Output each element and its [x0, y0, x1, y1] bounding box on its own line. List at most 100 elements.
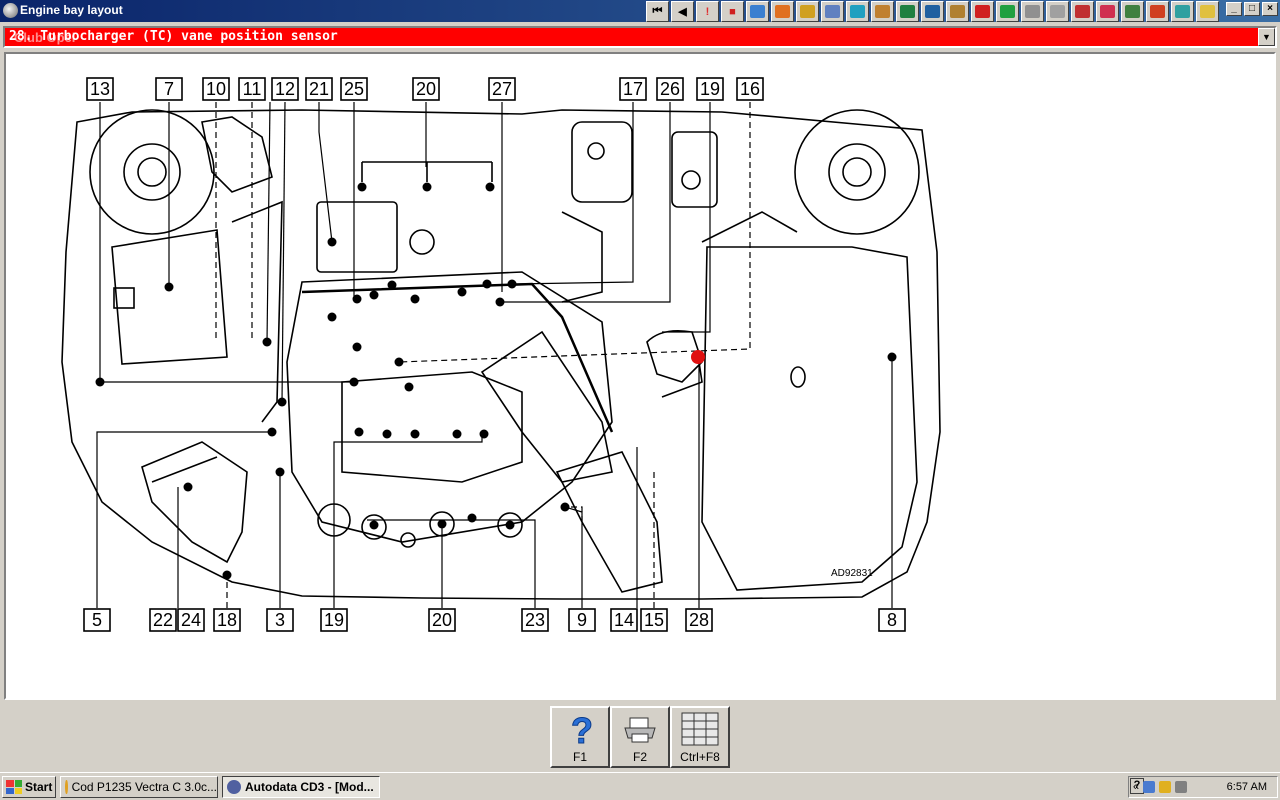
tool-4-button[interactable] — [821, 1, 844, 22]
tool-9-button[interactable] — [946, 1, 969, 22]
callout-label[interactable]: 20 — [432, 610, 452, 630]
tool-10-button[interactable] — [971, 1, 994, 22]
title-bar: Engine bay layout ⏮◀!■ _ □ × — [0, 0, 1280, 22]
callout-label[interactable]: 21 — [309, 79, 329, 99]
tool-9-icon — [950, 5, 965, 18]
taskbar-item-label: Cod P1235 Vectra C 3.0c... — [71, 780, 217, 794]
callout-label[interactable]: 27 — [492, 79, 512, 99]
table-ctrl-f8-button[interactable]: Ctrl+F8 — [670, 706, 730, 768]
tray-chevron-icon[interactable]: « — [1133, 781, 1140, 793]
callout-label[interactable]: 23 — [525, 610, 545, 630]
dropdown-arrow-icon[interactable]: ▼ — [1258, 28, 1275, 46]
tool-18-button[interactable] — [1171, 1, 1194, 22]
callout-label[interactable]: 14 — [614, 610, 634, 630]
component-point — [457, 287, 467, 297]
minimize-button[interactable]: _ — [1226, 2, 1242, 16]
component-point — [505, 520, 515, 530]
callout-box — [488, 77, 516, 101]
tool-11-button[interactable] — [996, 1, 1019, 22]
selected-component-marker[interactable] — [691, 350, 705, 364]
bottom-callout-labels: 5 22 24 18 3 19 20 23 9 14 15 28 8 — [83, 608, 906, 632]
warning-button[interactable]: ! — [696, 1, 719, 22]
print-f2-button[interactable]: F2 — [610, 706, 670, 768]
network-icon[interactable] — [1143, 781, 1156, 793]
callout-box — [271, 77, 299, 101]
callout-box — [685, 608, 713, 632]
tool-11-icon — [1000, 5, 1015, 18]
callout-box — [149, 608, 177, 632]
security-icon[interactable] — [1159, 781, 1172, 793]
maximize-button[interactable]: □ — [1244, 2, 1260, 16]
callout-label[interactable]: 19 — [324, 610, 344, 630]
tool-6-button[interactable] — [871, 1, 894, 22]
callout-box — [177, 608, 205, 632]
taskbar-item-browser[interactable]: Cod P1235 Vectra C 3.0c... — [60, 776, 218, 798]
tool-16-icon — [1125, 5, 1140, 18]
component-point — [467, 513, 477, 523]
callout-label[interactable]: 18 — [217, 610, 237, 630]
callout-label[interactable]: 25 — [344, 79, 364, 99]
component-point — [485, 182, 495, 192]
component-point — [354, 427, 364, 437]
tool-6-icon — [875, 5, 890, 18]
callout-label[interactable]: 13 — [90, 79, 110, 99]
tool-7-button[interactable] — [896, 1, 919, 22]
volume-icon[interactable] — [1175, 781, 1188, 793]
tool-19-button[interactable] — [1196, 1, 1219, 22]
previous-button[interactable]: ◀ — [671, 1, 694, 22]
callout-label[interactable]: 24 — [181, 610, 201, 630]
tool-10-icon — [975, 5, 990, 18]
tool-16-button[interactable] — [1121, 1, 1144, 22]
callout-label[interactable]: 3 — [275, 610, 285, 630]
tool-1-button[interactable] — [746, 1, 769, 22]
callout-label[interactable]: 7 — [164, 79, 174, 99]
callout-box — [736, 77, 764, 101]
callout-label[interactable]: 15 — [644, 610, 664, 630]
tool-17-button[interactable] — [1146, 1, 1169, 22]
callout-label[interactable]: 10 — [206, 79, 226, 99]
callout-label[interactable]: 8 — [887, 610, 897, 630]
callout-label[interactable]: 11 — [243, 79, 262, 99]
start-button[interactable]: Start — [2, 776, 56, 798]
component-point — [275, 467, 285, 477]
callout-label[interactable]: 9 — [577, 610, 587, 630]
color-icon: ■ — [729, 5, 736, 18]
printer-icon — [624, 717, 656, 743]
system-tray: « 6:57 AM — [1128, 776, 1278, 798]
engine-drawing — [61, 109, 941, 600]
callout-label[interactable]: 12 — [275, 79, 295, 99]
taskbar-item-autodata[interactable]: Autodata CD3 - [Mod... — [222, 776, 380, 798]
tool-3-button[interactable] — [796, 1, 819, 22]
callout-label[interactable]: 19 — [700, 79, 720, 99]
component-point — [495, 297, 505, 307]
close-button[interactable]: × — [1262, 2, 1278, 16]
f2-label: F2 — [632, 750, 647, 764]
callout-box — [412, 77, 440, 101]
callout-box — [610, 608, 638, 632]
component-point — [327, 312, 337, 322]
tool-14-button[interactable] — [1071, 1, 1094, 22]
tool-12-button[interactable] — [1021, 1, 1044, 22]
callout-label[interactable]: 5 — [92, 610, 102, 630]
component-point — [369, 290, 379, 300]
tool-8-button[interactable] — [921, 1, 944, 22]
tool-15-button[interactable] — [1096, 1, 1119, 22]
tool-5-button[interactable] — [846, 1, 869, 22]
tool-13-button[interactable] — [1046, 1, 1069, 22]
first-page-button[interactable]: ⏮ — [646, 1, 669, 22]
taskbar-item-label: Autodata CD3 - [Mod... — [245, 780, 374, 794]
callout-label[interactable]: 17 — [623, 79, 643, 99]
tool-2-button[interactable] — [771, 1, 794, 22]
tool-1-icon — [750, 5, 765, 18]
help-f1-button[interactable]: ? F1 — [550, 706, 610, 768]
callout-label[interactable]: 16 — [740, 79, 760, 99]
function-key-bar: ? F1 F2 Ctrl+F8 — [550, 706, 730, 768]
callout-label[interactable]: 22 — [153, 610, 173, 630]
callout-box — [656, 77, 684, 101]
color-button[interactable]: ■ — [721, 1, 744, 22]
callout-label[interactable]: 26 — [660, 79, 680, 99]
tool-5-icon — [850, 5, 865, 18]
callout-label[interactable]: 28 — [689, 610, 709, 630]
component-selector[interactable]: 28. Turbocharger (TC) vane position sens… — [3, 26, 1277, 48]
callout-label[interactable]: 20 — [416, 79, 436, 99]
